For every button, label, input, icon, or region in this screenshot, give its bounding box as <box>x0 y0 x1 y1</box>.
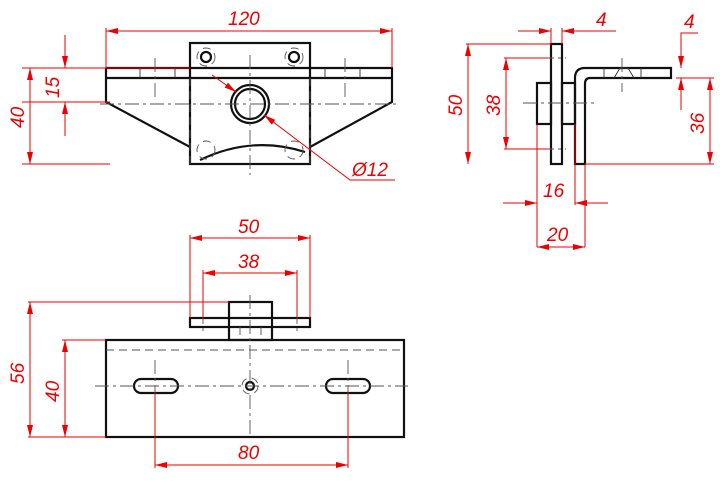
dim-80: 80 <box>238 443 260 464</box>
dim-15: 15 <box>43 76 64 98</box>
dim-120: 120 <box>228 9 260 30</box>
dim-40: 40 <box>8 106 29 128</box>
dim-50: 50 <box>446 94 467 116</box>
dim-36: 36 <box>688 112 709 134</box>
dim-56: 56 <box>8 362 29 384</box>
dim-front-50: 50 <box>238 217 260 238</box>
front-view <box>95 295 408 439</box>
top-view <box>100 41 400 175</box>
top-view-dimensions: 120 15 40 Ø12 <box>8 9 395 181</box>
dim-front-38: 38 <box>238 252 260 273</box>
dim-38: 38 <box>484 94 505 116</box>
side-view-dimensions: 4 4 50 38 36 16 20 <box>446 10 714 250</box>
side-view <box>523 42 673 166</box>
dim-diameter-12: Ø12 <box>351 160 388 181</box>
dim-bracket-thickness-4: 4 <box>684 12 695 33</box>
dim-front-40: 40 <box>43 380 64 402</box>
front-view-dimensions: 50 38 56 40 80 <box>8 217 349 468</box>
dim-20: 20 <box>546 225 569 246</box>
dim-plate-thickness-4: 4 <box>596 10 607 31</box>
dim-16: 16 <box>543 181 565 202</box>
